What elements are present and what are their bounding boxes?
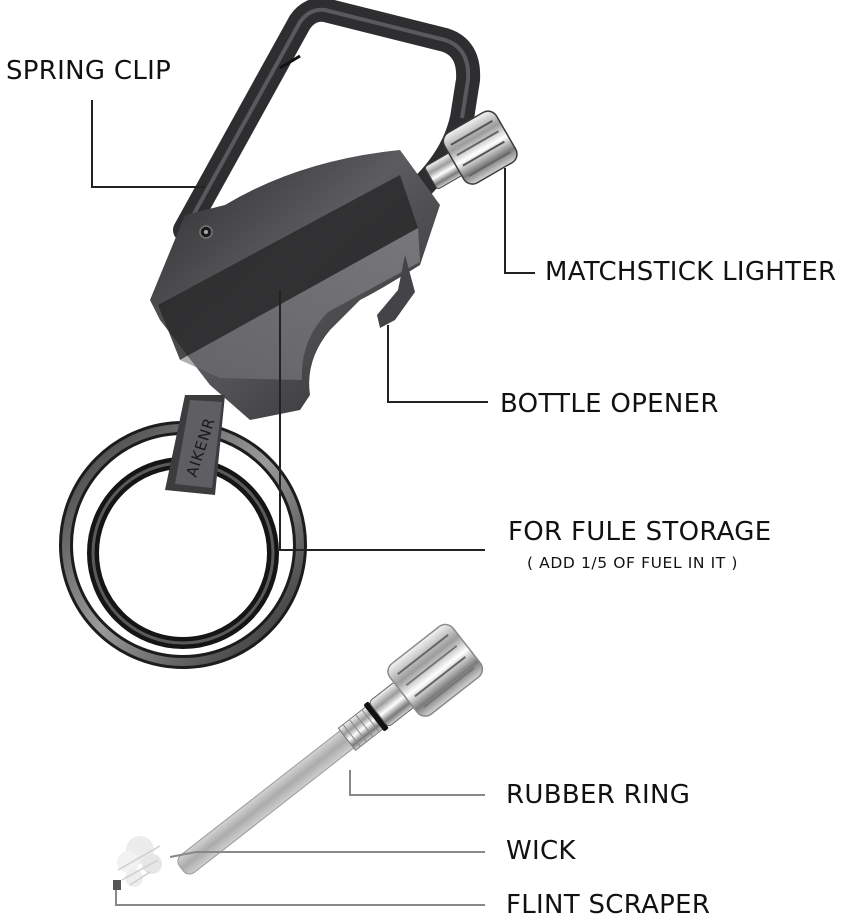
label-fuel-storage-note: ( ADD 1/5 OF FUEL IN IT ) — [527, 554, 739, 572]
leader-rubber-ring — [349, 770, 485, 796]
leader-wick — [169, 851, 485, 858]
leader-bottle-opener — [387, 325, 488, 403]
lighter-neck: AIKENR — [165, 395, 225, 495]
leader-fuel-storage — [279, 290, 485, 551]
lighter-cap — [425, 110, 518, 189]
label-flint-scraper: FLINT SCRAPER — [506, 890, 711, 920]
flint-scraper-tip — [113, 880, 121, 890]
label-spring-clip: SPRING CLIP — [6, 56, 172, 86]
label-matchstick-lighter: MATCHSTICK LIGHTER — [545, 257, 837, 287]
leader-spring-clip — [91, 100, 205, 188]
leader-lines — [91, 100, 535, 906]
label-rubber-ring: RUBBER RING — [506, 780, 691, 810]
lighter-body — [150, 150, 440, 420]
leader-matchstick-lighter — [504, 168, 535, 274]
wick-fibers — [117, 836, 162, 887]
label-wick: WICK — [506, 836, 576, 866]
matchstick-rod — [113, 623, 484, 890]
label-bottle-opener: BOTTLE OPENER — [500, 389, 719, 419]
label-fuel-storage: FOR FULE STORAGE — [508, 517, 772, 547]
leader-flint-scraper — [115, 890, 485, 906]
